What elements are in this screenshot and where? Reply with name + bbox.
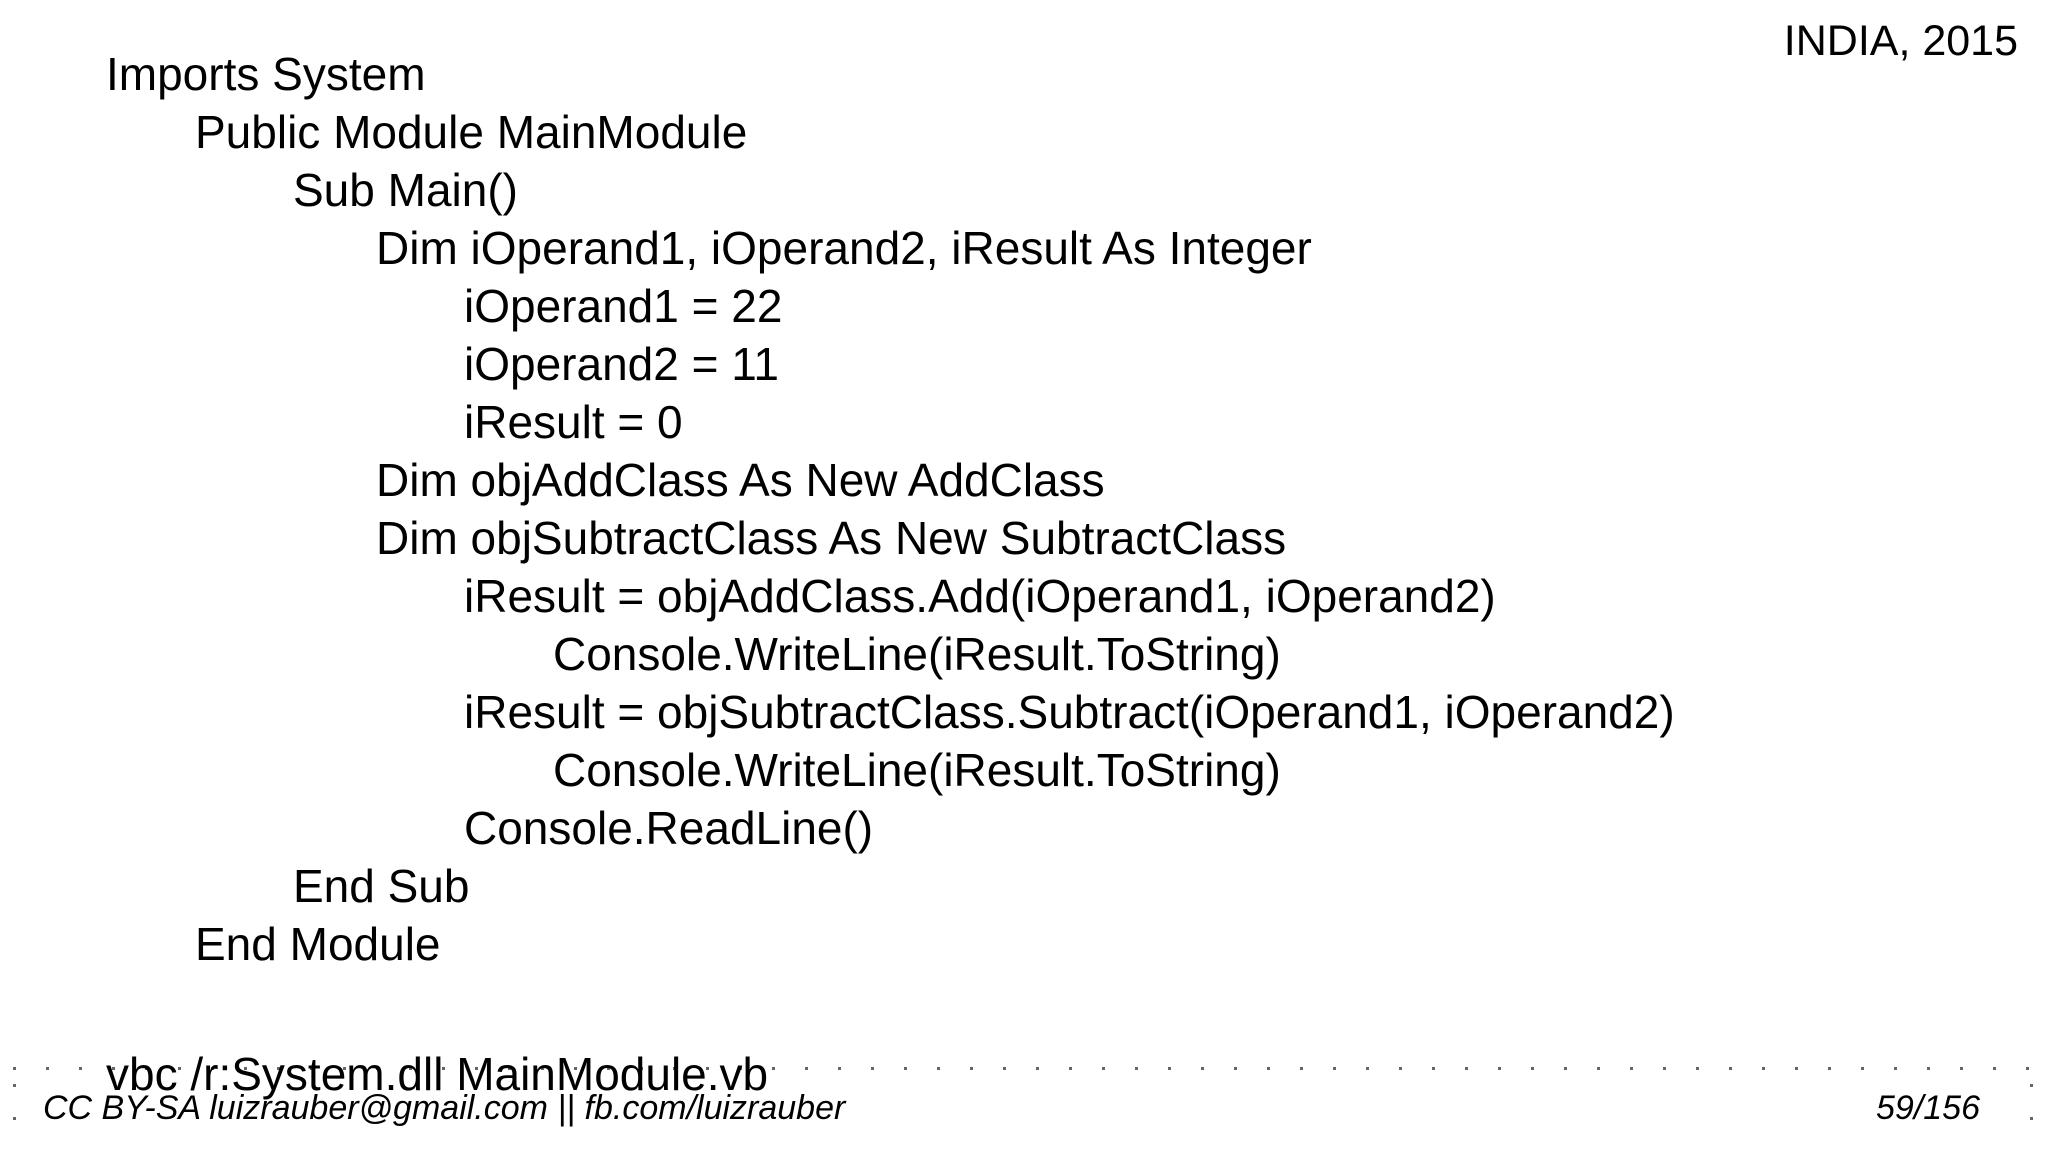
code-line: Public Module MainModule xyxy=(195,106,748,158)
code-line: Imports System xyxy=(106,48,426,100)
footer-page-number: 59/156 xyxy=(1876,1089,1980,1127)
footer-license: CC BY-SA luizrauber@gmail.com || fb.com/… xyxy=(43,1089,846,1127)
code-line: iResult = 0 xyxy=(464,396,683,448)
slide-date: INDIA, 2015 xyxy=(1783,17,2018,65)
code-line: iOperand2 = 11 xyxy=(464,338,779,390)
code-line: End Module xyxy=(195,918,441,970)
code-line: End Sub xyxy=(293,860,470,912)
placeholder-border-left xyxy=(13,1070,16,1150)
code-line: Console.WriteLine(iResult.ToString) xyxy=(553,628,1281,680)
code-line: Dim objSubtractClass As New SubtractClas… xyxy=(376,512,1287,564)
code-line: Sub Main() xyxy=(293,164,518,216)
placeholder-border-top xyxy=(13,1067,2034,1070)
code-line: Console.WriteLine(iResult.ToString) xyxy=(553,744,1281,796)
code-line: Dim objAddClass As New AddClass xyxy=(376,454,1105,506)
code-line: iOperand1 = 22 xyxy=(464,280,783,332)
code-line: iResult = objSubtractClass.Subtract(iOpe… xyxy=(464,686,1675,738)
compile-command: vbc /r:System.dll MainModule.vb xyxy=(106,1048,769,1100)
code-line: Console.ReadLine() xyxy=(464,802,874,854)
placeholder-border-right xyxy=(2030,1070,2033,1150)
code-line: Dim iOperand1, iOperand2, iResult As Int… xyxy=(376,222,1312,274)
code-line: iResult = objAddClass.Add(iOperand1, iOp… xyxy=(464,570,1496,622)
